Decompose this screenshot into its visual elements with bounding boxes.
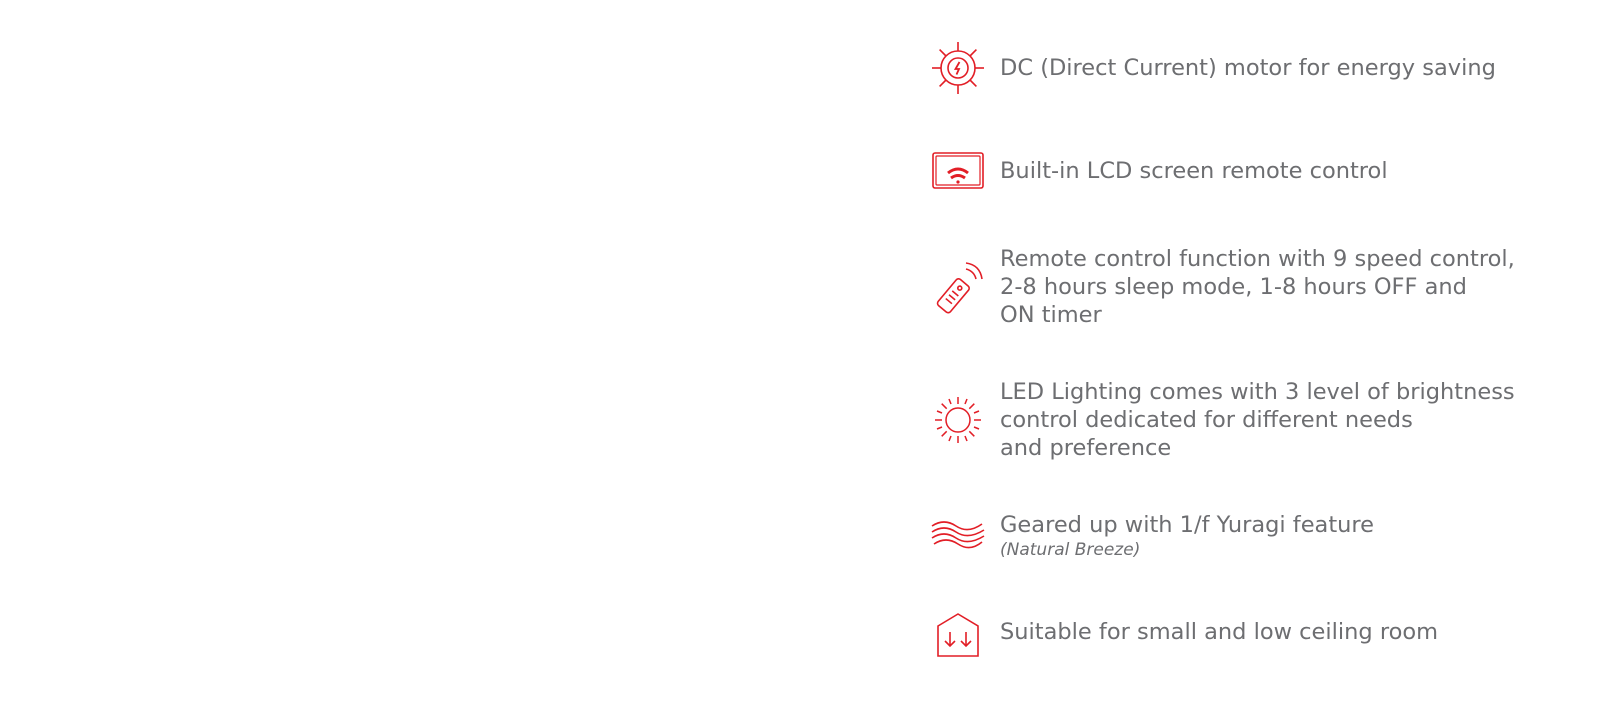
feature-line: Remote control function with 9 speed con…	[1000, 246, 1515, 272]
feature-line: Built-in LCD screen remote control	[1000, 158, 1388, 184]
sun-icon	[930, 392, 986, 448]
feature-line: 2-8 hours sleep mode, 1-8 hours OFF and	[1000, 274, 1467, 300]
low-ceiling-icon	[930, 606, 986, 662]
remote-control-icon	[930, 259, 986, 315]
feature-text: Suitable for small and low ceiling room	[1000, 618, 1438, 646]
feature-line: and preference	[1000, 435, 1172, 461]
feature-text: DC (Direct Current) motor for energy sav…	[1000, 54, 1496, 82]
feature-subtext: (Natural Breeze)	[1000, 540, 1141, 560]
feature-line: control dedicated for different needs	[1000, 407, 1413, 433]
feature-text: Geared up with 1/f Yuragi feature (Natur…	[1000, 511, 1374, 561]
feature-line: Geared up with 1/f Yuragi feature	[1000, 512, 1375, 538]
feature-text: Built-in LCD screen remote control	[1000, 157, 1388, 185]
gear-icon	[930, 40, 986, 96]
feature-line: ON timer	[1000, 302, 1102, 328]
feature-line: Suitable for small and low ceiling room	[1000, 619, 1439, 645]
breeze-icon	[930, 506, 986, 562]
feature-text: LED Lighting comes with 3 level of brigh…	[1000, 378, 1515, 462]
feature-line: DC (Direct Current) motor for energy sav…	[1000, 55, 1496, 81]
feature-text: Remote control function with 9 speed con…	[1000, 245, 1515, 329]
feature-line: LED Lighting comes with 3 level of brigh…	[1000, 379, 1515, 405]
lcd-remote-icon	[930, 143, 986, 199]
